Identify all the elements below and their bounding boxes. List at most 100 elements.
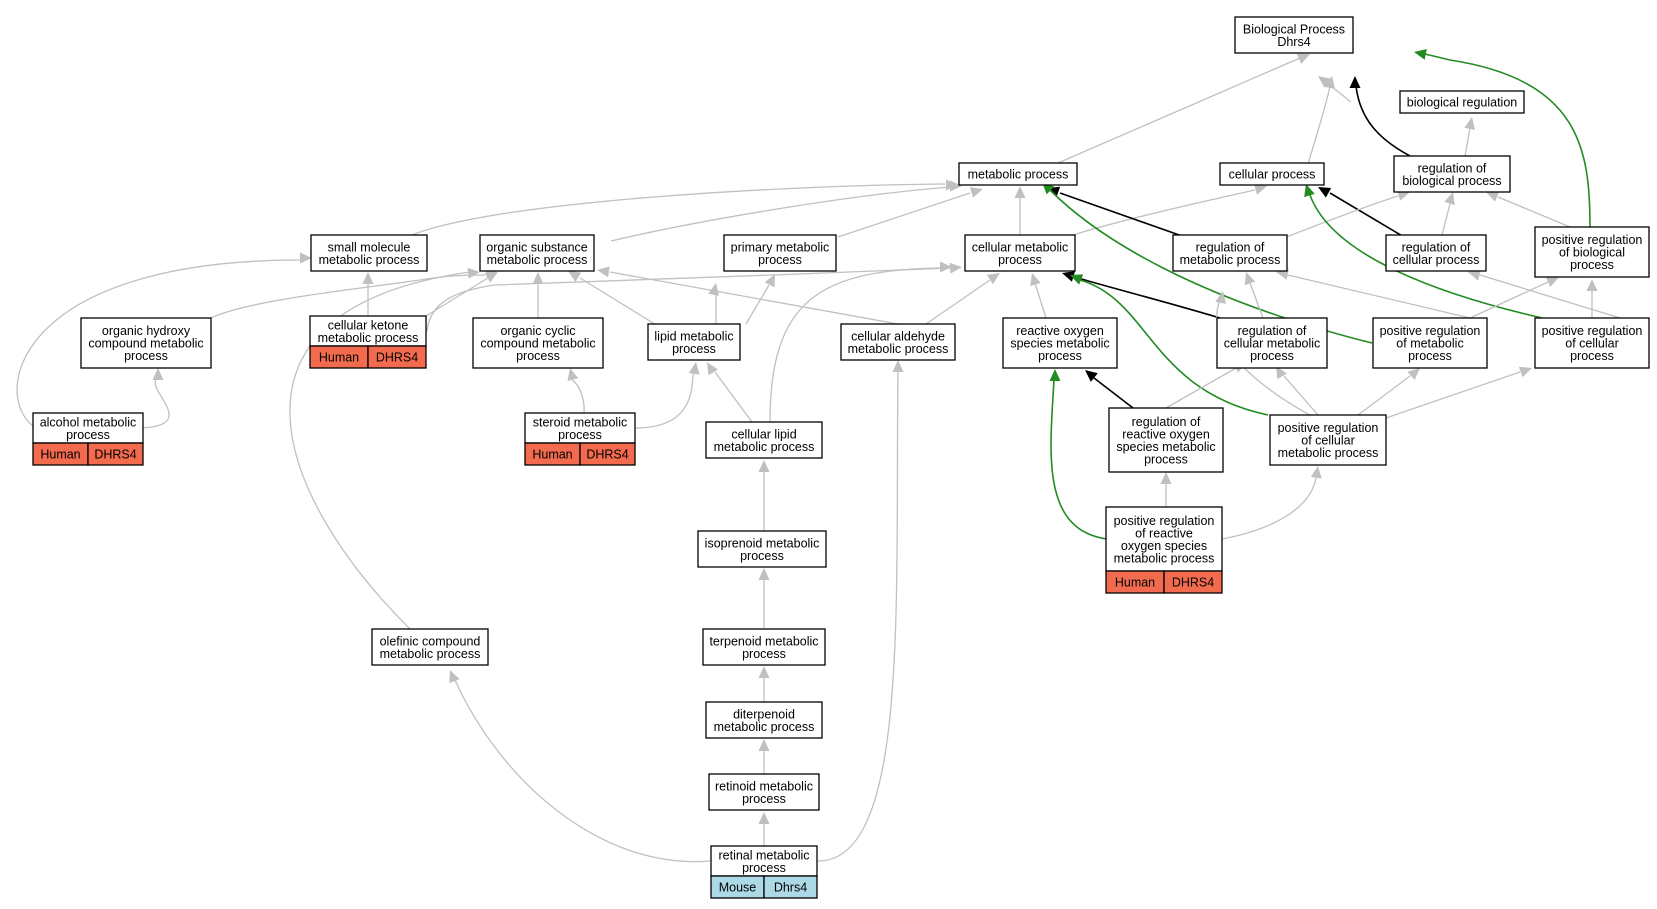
node-label-line: of metabolic	[1396, 337, 1463, 351]
node-label-line: cellular process	[1229, 168, 1316, 182]
edge-gray	[769, 261, 952, 423]
edge-black	[1062, 271, 1221, 319]
node-box	[1534, 317, 1650, 369]
arrowhead-icon	[758, 666, 770, 678]
node-label-line: process	[742, 647, 786, 661]
go-term-node[interactable]: cellular process	[1219, 162, 1325, 186]
arrowhead-icon	[1070, 274, 1084, 285]
gene-cell	[579, 442, 636, 466]
node-label-line: cellular process	[1393, 253, 1480, 267]
arrowhead-icon	[1244, 272, 1256, 286]
arrowhead-icon	[1215, 291, 1227, 304]
edge-line	[1304, 85, 1331, 175]
arrowhead-icon	[1253, 184, 1267, 195]
node-label-line: retinal metabolic	[718, 848, 809, 862]
node-label-line: biological process	[1402, 174, 1501, 188]
edge-gray	[141, 368, 170, 429]
edge-gray	[1014, 186, 1026, 235]
node-label-line: cellular aldehyde	[851, 329, 945, 343]
arrowhead-icon	[764, 274, 775, 288]
edge-line	[1329, 192, 1405, 238]
node-box	[1372, 317, 1488, 369]
arrowhead-icon	[1030, 273, 1041, 287]
edge-black	[1318, 187, 1405, 238]
arrowhead-icon	[152, 368, 164, 380]
edge-gray	[634, 362, 700, 429]
arrowhead-icon	[1545, 276, 1559, 287]
edge-gray	[758, 568, 770, 629]
node-label-line: compound metabolic	[88, 337, 203, 351]
arrowhead-icon	[688, 362, 700, 375]
node-label-line: of reactive	[1135, 526, 1193, 540]
edge-line	[1249, 282, 1264, 319]
edge-gray	[1441, 192, 1455, 236]
node-box	[702, 628, 826, 666]
gene-label: DHRS4	[94, 448, 136, 462]
species-label: Human	[319, 351, 359, 365]
arrowhead-icon	[1324, 76, 1336, 89]
go-term-node[interactable]: biological regulation	[1399, 90, 1525, 114]
edge-gray	[449, 670, 711, 863]
arrowhead-icon	[1049, 369, 1061, 381]
edge-gray	[1160, 472, 1172, 507]
go-term-node[interactable]: metabolic process	[958, 162, 1078, 186]
node-label-line: of biological	[1559, 246, 1625, 260]
node-label-line: retinoid metabolic	[715, 779, 813, 793]
node-label-line: metabolic process	[487, 253, 588, 267]
node-label-line: metabolic process	[1180, 253, 1281, 267]
edge-black	[1085, 370, 1134, 409]
node-label-line: cellular ketone	[328, 318, 409, 332]
node-box	[479, 234, 595, 272]
node-label-line: process	[124, 349, 168, 363]
node-label-line: metabolic process	[319, 253, 420, 267]
edge-line	[1050, 379, 1108, 540]
arrowhead-icon	[362, 272, 374, 284]
node-label-line: metabolic process	[714, 440, 815, 454]
edge-line	[1464, 127, 1471, 157]
node-box	[708, 773, 820, 811]
node-box	[1105, 506, 1223, 572]
arrowhead-icon	[758, 460, 770, 472]
arrowhead-icon	[708, 283, 720, 296]
edge-line	[1069, 189, 1256, 237]
node-label-line: metabolic process	[848, 342, 949, 356]
edge-gray	[16, 252, 312, 429]
edge-gray	[758, 460, 770, 531]
arrowhead-icon	[1276, 366, 1287, 380]
species-label: Human	[532, 448, 572, 462]
